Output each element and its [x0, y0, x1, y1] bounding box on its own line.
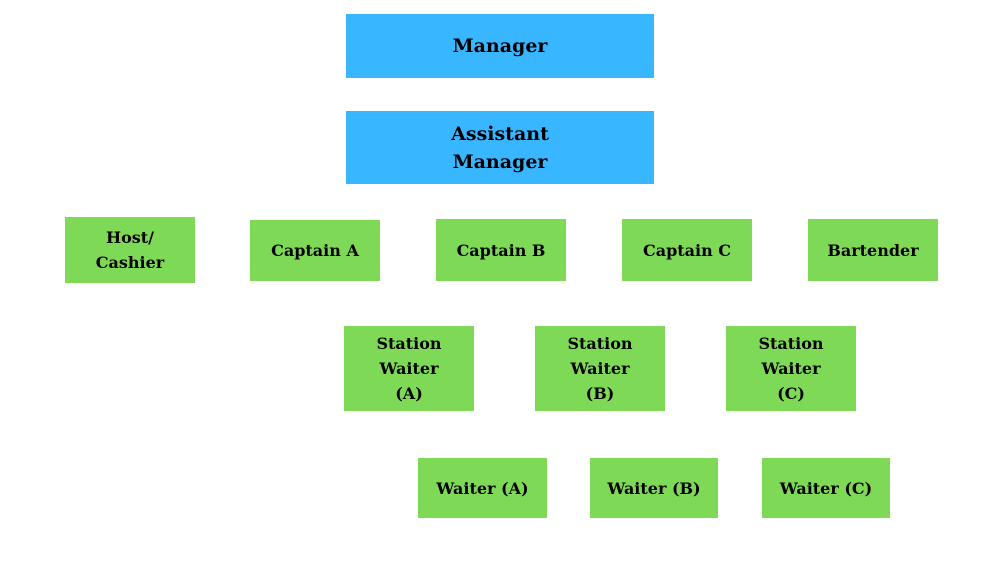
org-node-label: Bartender — [827, 240, 919, 260]
org-node-host-cashier: Host/Cashier — [65, 217, 195, 283]
org-node-manager: Manager — [346, 14, 654, 78]
org-node-label: Station — [567, 334, 633, 353]
org-node-label: Waiter — [570, 359, 630, 378]
org-node-label: Captain C — [642, 240, 732, 260]
org-node-label: (C) — [777, 384, 805, 403]
org-node-label: Manager — [452, 35, 548, 57]
org-node-captain-b: Captain B — [436, 219, 566, 281]
org-node-label: Waiter — [379, 359, 439, 378]
org-node-label: Captain B — [456, 240, 546, 260]
org-node-captain-c: Captain C — [622, 219, 752, 281]
org-node-label: Waiter (B) — [607, 478, 701, 498]
org-node-label: Captain A — [271, 241, 359, 260]
org-node-label: Waiter (A) — [436, 478, 529, 498]
org-node-bartender: Bartender — [808, 219, 938, 281]
org-node-label: (B) — [585, 384, 615, 403]
org-node-label: Cashier — [95, 253, 165, 272]
org-node-label: Waiter — [761, 359, 821, 378]
org-node-waiter-b: Waiter (B) — [590, 458, 718, 518]
org-node-label: Manager — [452, 150, 548, 173]
org-node-waiter-c: Waiter (C) — [762, 458, 890, 518]
org-node-label: Station — [376, 334, 442, 353]
org-node-label: Host/ — [105, 228, 155, 247]
org-node-waiter-a: Waiter (A) — [418, 458, 547, 518]
org-node-label: Waiter (C) — [779, 478, 873, 498]
org-node-label: (A) — [395, 384, 423, 403]
org-node-captain-a: Captain A — [250, 220, 380, 281]
org-node-label: Station — [758, 334, 824, 353]
org-node-label: Assistant — [451, 122, 549, 145]
